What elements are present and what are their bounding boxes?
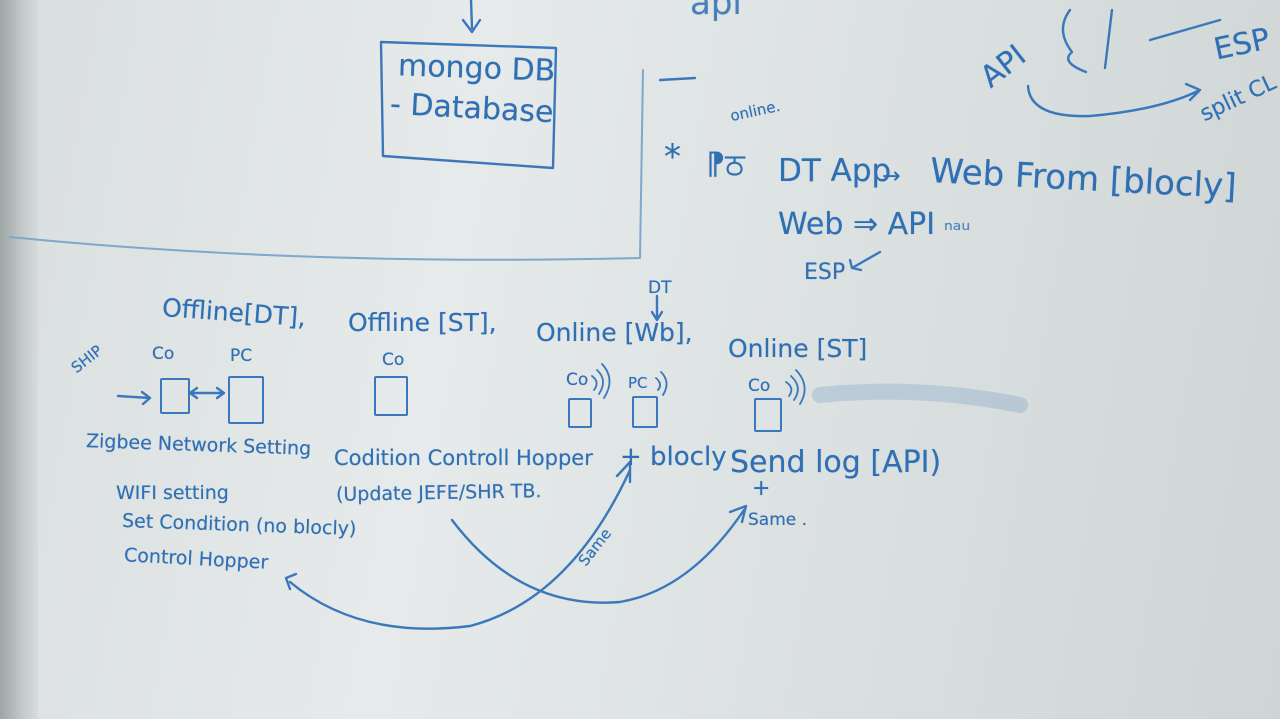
condition-control-text: Codition Controll Hopper <box>334 446 593 470</box>
co-label-1: Co <box>152 344 175 364</box>
api-smudge: ⁿᵃᵘ <box>944 218 971 243</box>
device-pc-1 <box>228 376 264 424</box>
device-co-1 <box>160 378 190 414</box>
mode-online-wb: Online [Wb], <box>536 318 693 347</box>
wifi-waves-pc3 <box>655 371 668 396</box>
device-co-2 <box>374 376 408 416</box>
whiteboard-frame <box>0 0 38 719</box>
ship-arrow <box>116 390 152 406</box>
condition-to-same-curve <box>450 504 748 604</box>
dt-app-label: DT App <box>778 153 892 189</box>
esp-arrow <box>848 250 882 272</box>
top-box-title: mongo DB <box>397 48 556 89</box>
wifi-waves-co3 <box>591 363 611 399</box>
device-co-4 <box>754 398 782 432</box>
pc-label-1: PC <box>230 346 253 366</box>
brace-line <box>1103 8 1222 70</box>
esp-label: ESP <box>804 260 846 285</box>
smudge <box>812 383 1028 413</box>
api-esp-arrow <box>1026 82 1202 118</box>
wifi-setting-text: WIFI setting <box>116 482 229 504</box>
mode-online-st: Online [ST] <box>728 334 868 363</box>
update-text: (Update JEFE/SHR TB. <box>335 480 542 506</box>
plus-blocly-text: + blocly <box>620 442 727 472</box>
web-api-label: Web ⇒ API <box>778 207 936 242</box>
wifi-waves-co4 <box>785 369 806 405</box>
pc-label-3: PC <box>628 374 648 392</box>
top-fragment: api <box>690 0 742 23</box>
lightbulb-glyph: ⁋ਠ <box>706 147 745 182</box>
plus-mark: + <box>752 476 771 501</box>
dt-down-arrow <box>650 294 664 322</box>
faint-divider-line <box>9 69 644 261</box>
brace <box>1061 8 1088 74</box>
top-box-subtitle: - Database <box>389 86 555 131</box>
arrow-to-web: → <box>882 164 901 189</box>
mode-offline-st: Offline [ST], <box>348 308 497 337</box>
co-label-2: Co <box>382 350 405 370</box>
device-co-3 <box>568 398 592 428</box>
mini-dash <box>658 76 697 82</box>
co-label-4: Co <box>748 376 771 396</box>
co-label-3: Co <box>566 370 589 390</box>
co-pc-link <box>188 386 226 400</box>
top-box-outline <box>379 40 558 170</box>
control-to-blocly-curve <box>288 460 632 630</box>
star-mark: * <box>664 137 681 177</box>
device-pc-3 <box>632 396 658 428</box>
dt-marker: DT <box>648 278 672 298</box>
send-log-text: Send log [API) <box>730 445 942 480</box>
same-label: Same . <box>748 510 808 530</box>
top-arrow <box>461 0 482 34</box>
control-arrowhead <box>284 572 298 591</box>
